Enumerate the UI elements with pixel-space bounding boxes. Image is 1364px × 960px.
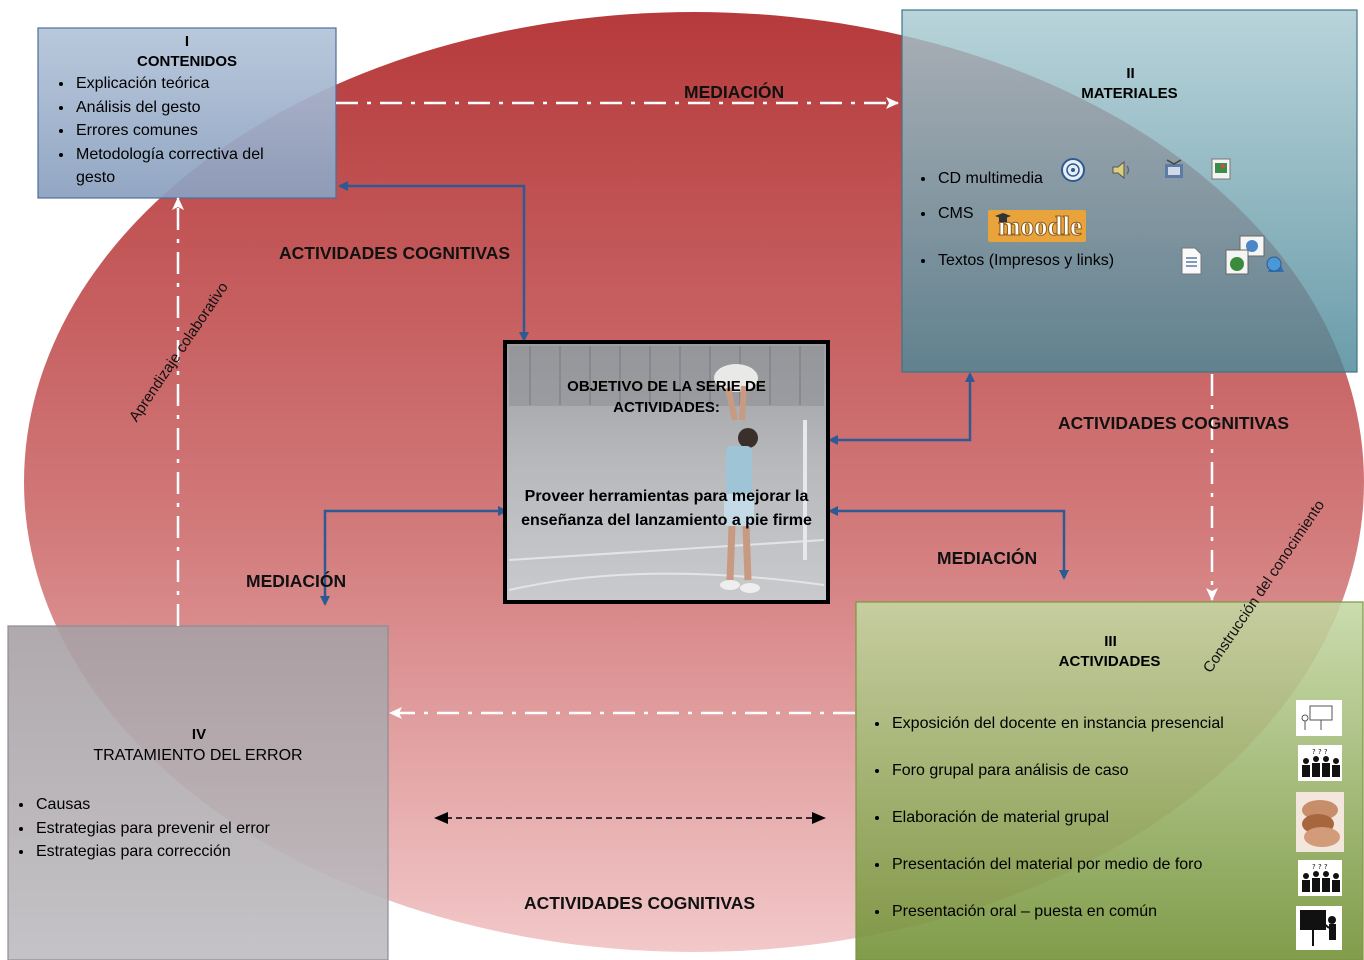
list-item: Foro grupal para análisis de caso (890, 747, 1296, 794)
box-materiales: II MATERIALES (902, 64, 1357, 104)
film-icon (1165, 159, 1183, 178)
materiales-number: II (1126, 65, 1135, 82)
list-item: Errores comunes (74, 119, 336, 143)
actividades-number: III (1104, 633, 1117, 650)
label-mediacion-right: MEDIACIÓN (937, 548, 1038, 568)
svg-text:? ? ?: ? ? ? (1312, 863, 1328, 871)
materiales-list: CD multimedia CMS Textos (Impresos y lin… (902, 155, 1357, 273)
center-objective: OBJETIVO DE LA SERIE DE ACTIVIDADES: (509, 376, 824, 418)
group-forum-icon: ? ? ? (1298, 745, 1342, 781)
label-cognitivas-right: ACTIVIDADES COGNITIVAS (1058, 413, 1290, 433)
box-contenidos: I CONTENIDOS Explicación teórica Análisi… (38, 32, 336, 190)
objective-heading: OBJETIVO DE LA SERIE DE ACTIVIDADES: (567, 378, 766, 416)
group-forum-icon: ? ? ? (1298, 860, 1342, 896)
svg-text:? ? ?: ? ? ? (1312, 748, 1328, 756)
label-cognitivas-top: ACTIVIDADES COGNITIVAS (279, 243, 511, 263)
cd-multimedia-label: CD multimedia (938, 170, 1043, 187)
box-materiales-bg (901, 9, 1358, 373)
moodle-logo-text: moodle (998, 211, 1083, 242)
moodle-logo: moodle (988, 210, 1086, 242)
presentation-sketch-icon (1296, 700, 1342, 736)
list-item: Explicación teórica (74, 72, 336, 96)
center-photo (503, 340, 830, 604)
list-item: Causas (34, 793, 388, 817)
list-item: Metodología correctiva del gesto (74, 143, 336, 190)
list-item: Análisis del gesto (74, 96, 336, 120)
center-objective-body: Proveer herramientas para mejorar la ens… (521, 488, 812, 529)
cd-disc-icon (1061, 158, 1085, 182)
contenidos-list: Explicación teórica Análisis del gesto E… (38, 72, 336, 190)
box-actividades: III ACTIVIDADES (856, 632, 1363, 672)
list-item: Estrategias para prevenir el error (34, 817, 388, 841)
materiales-title: MATERIALES (1081, 85, 1178, 102)
list-item: Textos (Impresos y links) (936, 249, 1357, 273)
arrow-center-contenidos (338, 181, 529, 342)
error-title: TRATAMIENTO DEL ERROR (93, 747, 303, 764)
box-error: IV TRATAMIENTO DEL ERROR (8, 725, 388, 767)
presenter-icon (1296, 906, 1342, 950)
list-item: Elaboración de material grupal (890, 794, 1296, 841)
arrow-center-materiales (828, 372, 975, 445)
contenidos-number: I (184, 33, 190, 50)
actividades-list: Exposición del docente en instancia pres… (856, 700, 1296, 935)
web-links-icon (1225, 235, 1284, 275)
image-icon (1211, 158, 1231, 180)
label-cognitivas-bottom: ACTIVIDADES COGNITIVAS (524, 893, 756, 913)
error-number: IV (191, 726, 207, 743)
box-actividades-bg (855, 601, 1364, 960)
error-list: Causas Estrategias para prevenir el erro… (8, 793, 388, 864)
list-item: Presentación del material por medio de f… (890, 841, 1296, 888)
cms-label: CMS (938, 205, 974, 222)
speaker-icon (1112, 160, 1130, 180)
list-item: CMS (936, 202, 1357, 249)
graduation-cap-icon (995, 213, 1011, 222)
box-contenidos-bg (37, 27, 337, 199)
hands-icon (1296, 792, 1344, 852)
box-error-bg (7, 625, 389, 960)
document-icon (1181, 247, 1202, 275)
contenidos-title: CONTENIDOS (136, 53, 237, 70)
list-item: Exposición del docente en instancia pres… (890, 700, 1296, 747)
actividades-title: ACTIVIDADES (1058, 653, 1161, 670)
textos-label: Textos (Impresos y links) (938, 252, 1115, 269)
label-mediacion-left: MEDIACIÓN (246, 571, 347, 591)
label-mediacion-top: MEDIACIÓN (684, 82, 785, 102)
arrow-center-actividades (828, 506, 1069, 580)
arrow-center-error (320, 506, 508, 606)
list-item: Estrategias para corrección (34, 840, 388, 864)
list-item: CD multimedia (936, 155, 1357, 202)
list-item: Presentación oral – puesta en común (890, 888, 1296, 935)
